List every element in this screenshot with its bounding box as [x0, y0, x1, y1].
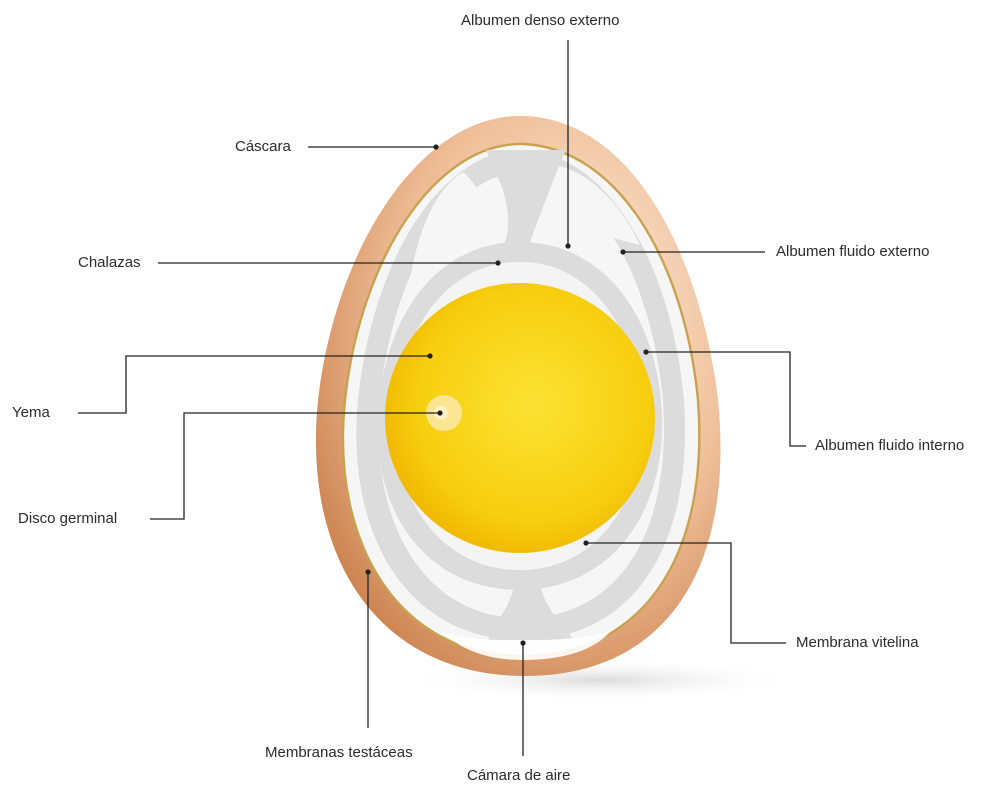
label-yema: Yema: [12, 404, 50, 422]
dot-disco-germinal: [437, 410, 442, 415]
label-cascara: Cáscara: [235, 138, 291, 156]
dot-camara-de-aire: [520, 640, 525, 645]
label-albumen-fluido-interno: Albumen fluido interno: [815, 437, 964, 455]
label-chalazas: Chalazas: [78, 254, 141, 272]
dot-membrana-vitelina: [583, 540, 588, 545]
dot-chalazas: [495, 260, 500, 265]
label-camara-de-aire: Cámara de aire: [467, 767, 570, 785]
dot-membranas-testaceas: [365, 569, 370, 574]
label-disco-germinal: Disco germinal: [18, 510, 117, 528]
dot-albumen-denso-externo: [565, 243, 570, 248]
dot-cascara: [433, 144, 438, 149]
label-membrana-vitelina: Membrana vitelina: [796, 634, 919, 652]
yolk: [385, 283, 655, 553]
label-albumen-fluido-externo: Albumen fluido externo: [776, 243, 929, 261]
label-membranas-testaceas: Membranas testáceas: [265, 744, 413, 762]
dot-albumen-fluido-externo: [620, 249, 625, 254]
dot-albumen-fluido-interno: [643, 349, 648, 354]
dot-yema: [427, 353, 432, 358]
label-albumen-denso-externo: Albumen denso externo: [461, 12, 619, 30]
